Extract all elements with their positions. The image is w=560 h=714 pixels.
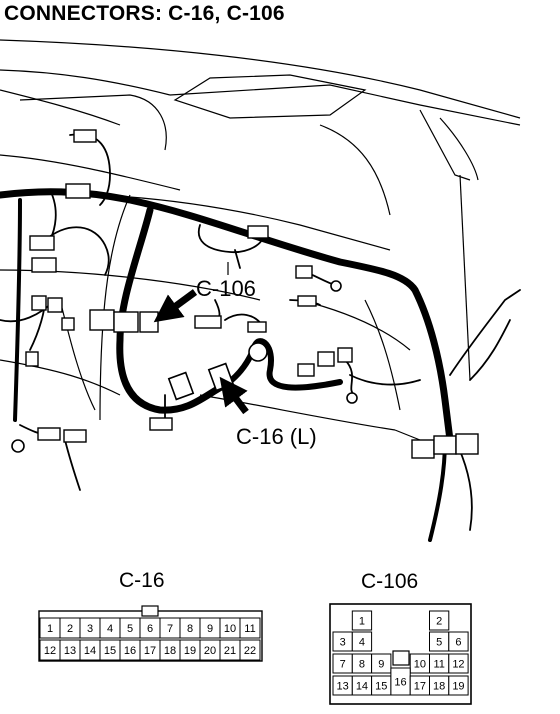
pin-number: 14 [84, 645, 96, 657]
pin-number: 3 [340, 637, 346, 649]
pin-number: 15 [375, 681, 387, 693]
pin-number: 13 [64, 645, 76, 657]
pin-number: 3 [87, 623, 93, 635]
c106-key [392, 650, 410, 666]
pin-number: 1 [47, 623, 53, 635]
c16-callout-label: C-16 (L) [236, 424, 317, 449]
c16-face-label: C-16 [119, 569, 165, 592]
pin-cavity [448, 631, 469, 652]
pin-number: 18 [164, 645, 176, 657]
pin-number: 10 [414, 659, 426, 671]
ground-terminals [11, 280, 358, 453]
pin-number: 12 [452, 659, 464, 671]
pin-number: 12 [44, 645, 56, 657]
c106-face-label: C-106 [361, 570, 418, 593]
pin-number: 21 [224, 645, 236, 657]
pin-cavity [239, 617, 261, 639]
c106-pointer-arrow [153, 289, 198, 323]
pin-number: 2 [436, 616, 442, 628]
pin-number: 11 [433, 659, 444, 671]
pin-number: 14 [356, 681, 368, 693]
pin-number: 4 [107, 623, 113, 635]
pin-number: 4 [359, 637, 365, 649]
pin-number: 8 [359, 659, 365, 671]
pin-number: 6 [147, 623, 153, 635]
c16-pointer-arrow [219, 376, 249, 415]
pin-cavity [351, 631, 373, 652]
pin-cavity [448, 653, 469, 674]
pin-cavity [239, 639, 261, 661]
harness-connectors [25, 129, 479, 459]
pin-number: 20 [204, 645, 216, 657]
pin-number: 11 [244, 623, 255, 635]
pin-number: 16 [394, 677, 406, 689]
c16-lock-tab [141, 605, 159, 617]
pin-number: 7 [167, 623, 173, 635]
pin-number: 2 [67, 623, 73, 635]
pin-cavity [429, 610, 450, 631]
pin-number: 15 [104, 645, 116, 657]
pin-number: 16 [124, 645, 136, 657]
pin-number: 19 [184, 645, 196, 657]
pin-number: 10 [224, 623, 236, 635]
pin-number: 1 [359, 616, 365, 628]
pin-number: 7 [340, 659, 346, 671]
pin-number: 9 [207, 623, 213, 635]
pin-cavity [371, 653, 392, 674]
pin-number: 8 [187, 623, 193, 635]
pin-cavity [448, 675, 469, 696]
pin-number: 19 [452, 681, 464, 693]
pin-number: 9 [378, 659, 384, 671]
pin-number: 13 [337, 681, 349, 693]
pin-number: 18 [433, 681, 445, 693]
pin-number: 17 [144, 645, 156, 657]
pin-number: 5 [127, 623, 133, 635]
pin-number: 17 [414, 681, 426, 693]
pin-number: 22 [244, 645, 256, 657]
pin-number: 5 [436, 637, 442, 649]
c106-callout-label: C-106 [196, 276, 256, 301]
pin-number: 6 [455, 637, 461, 649]
pin-cavity [351, 610, 373, 631]
page-title: CONNECTORS: C-16, C-106 [4, 2, 285, 25]
